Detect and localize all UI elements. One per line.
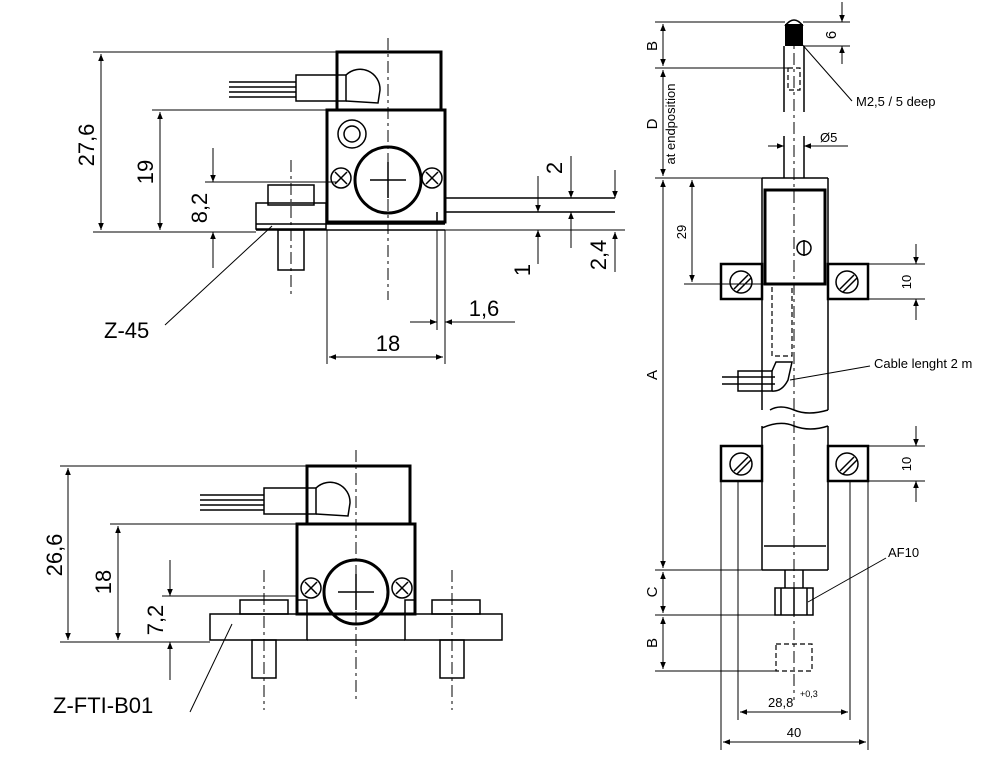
dim-7-2: 7,2	[143, 605, 168, 636]
label-b-top: B	[644, 41, 661, 51]
label-z-45: Z-45	[104, 318, 149, 343]
bottom-left-view	[60, 450, 503, 713]
right-view	[655, 2, 925, 750]
label-d: D	[644, 118, 661, 129]
dim-1-6: 1,6	[469, 296, 500, 321]
dim-2-4: 2,4	[586, 240, 611, 271]
dim-27-6: 27,6	[74, 124, 99, 167]
dim-19: 19	[133, 160, 158, 184]
dim-phi-5: Ø5	[820, 130, 837, 145]
dim-26-6: 26,6	[42, 534, 67, 577]
note-thread: M2,5 / 5 deep	[856, 94, 936, 109]
label-at-endposition: at endposition	[663, 84, 678, 165]
note-cable: Cable lenght 2 m	[874, 356, 972, 371]
dim-28-8: 28,8	[768, 695, 793, 710]
label-z-fti-b01: Z-FTI-B01	[53, 693, 153, 718]
note-af10: AF10	[888, 545, 919, 560]
dim-6: 6	[823, 31, 840, 39]
top-left-view	[93, 38, 625, 364]
dim-18-bottom: 18	[91, 570, 116, 594]
label-b-bottom: B	[644, 638, 661, 648]
dim-1: 1	[510, 264, 535, 276]
dim-10-upper: 10	[899, 275, 914, 289]
dim-2: 2	[542, 162, 567, 174]
dim-40: 40	[787, 725, 801, 740]
dim-8-2: 8,2	[187, 193, 212, 224]
dim-18-top: 18	[376, 331, 400, 356]
dim-29: 29	[674, 225, 689, 239]
dim-10-lower: 10	[899, 457, 914, 471]
label-c: C	[644, 586, 661, 597]
label-a: A	[644, 370, 661, 380]
dim-28-8-tolerance: +0,3	[800, 689, 818, 699]
